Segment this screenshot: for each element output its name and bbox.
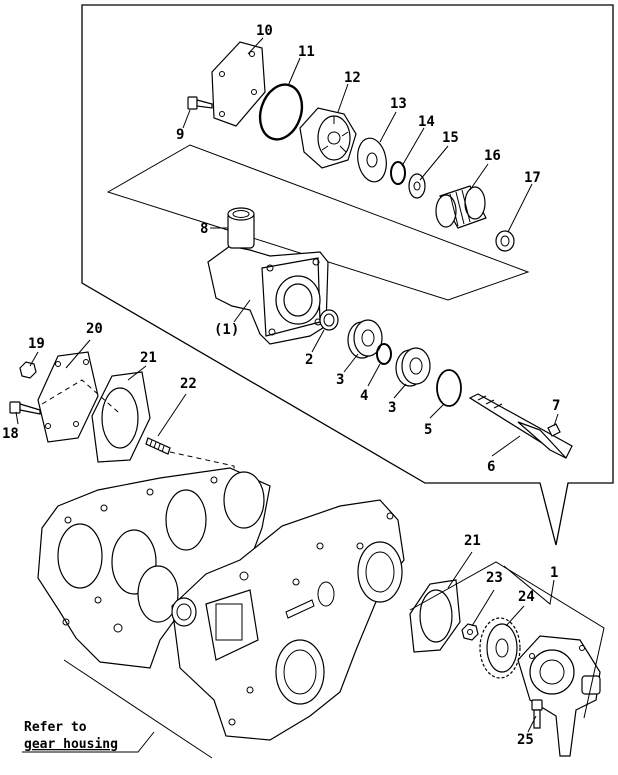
seal-washer	[357, 137, 387, 183]
label-12: 12	[344, 70, 361, 86]
gear-nut	[461, 623, 479, 641]
drive-gear	[479, 617, 521, 679]
label-11: 11	[298, 44, 315, 60]
label-3a: 3	[336, 372, 344, 388]
label-1: 1	[550, 565, 558, 581]
oil-seal	[319, 309, 339, 331]
label-3b: 3	[388, 400, 396, 416]
seal-ring	[495, 230, 515, 252]
label-4: 4	[360, 388, 368, 404]
snap-ring-small	[390, 161, 406, 185]
spacer-washer	[408, 173, 426, 199]
label-21-left: 21	[140, 350, 157, 366]
label-19: 19	[28, 336, 45, 352]
label-7: 7	[552, 398, 560, 414]
label-9: 9	[176, 127, 184, 143]
label-13: 13	[390, 96, 407, 112]
label-18: 18	[2, 426, 19, 442]
gear-housing	[171, 499, 405, 741]
leader-lines	[15, 37, 559, 733]
bolt	[187, 96, 213, 110]
pump-bolt	[531, 699, 543, 729]
assembly-axis-frame	[106, 144, 530, 301]
label-15: 15	[442, 130, 459, 146]
label-8: 8	[200, 221, 208, 237]
reference-note: Refer to gear housing	[24, 720, 118, 752]
label-5: 5	[424, 422, 432, 438]
label-2: 2	[305, 352, 313, 368]
label-21-right: 21	[464, 533, 481, 549]
gasket-right	[409, 579, 461, 653]
label-20: 20	[86, 321, 103, 337]
internal-snap-ring	[376, 343, 392, 365]
label-10: 10	[256, 23, 273, 39]
label-25: 25	[517, 732, 534, 748]
label-16: 16	[484, 148, 501, 164]
label-23: 23	[486, 570, 503, 586]
pump-body	[207, 207, 329, 345]
gasket-left	[91, 371, 151, 463]
label-24: 24	[518, 589, 535, 605]
label-1-sub: (1)	[214, 322, 239, 338]
impeller	[299, 107, 357, 169]
woodruff-key	[547, 423, 561, 437]
o-ring	[258, 83, 304, 141]
water-pump-assembly	[517, 635, 601, 757]
reference-bracket	[22, 659, 213, 759]
mechanical-seal	[435, 185, 487, 229]
part-number-labels: 10 11 12 13 14 15 16 17 9 8 (1) 2 3 4 3 …	[2, 23, 560, 748]
bearing-front	[347, 319, 383, 359]
snap-ring-large	[436, 369, 462, 407]
label-22: 22	[180, 376, 197, 392]
access-cover	[37, 351, 99, 443]
reference-note-line2: gear housing	[24, 737, 118, 752]
label-17: 17	[524, 170, 541, 186]
label-14: 14	[418, 114, 435, 130]
cover-bolt	[9, 401, 41, 415]
hex-nut	[19, 361, 37, 379]
pump-assembly-frame	[409, 561, 605, 719]
pump-shaft	[468, 393, 573, 459]
cover-plate	[211, 41, 266, 127]
reference-note-line1: Refer to	[24, 720, 87, 735]
detail-callout-frame	[81, 4, 614, 546]
front-plate	[37, 467, 271, 669]
label-6: 6	[487, 459, 495, 475]
stud-bolt	[145, 437, 171, 455]
bearing-rear	[395, 347, 431, 387]
